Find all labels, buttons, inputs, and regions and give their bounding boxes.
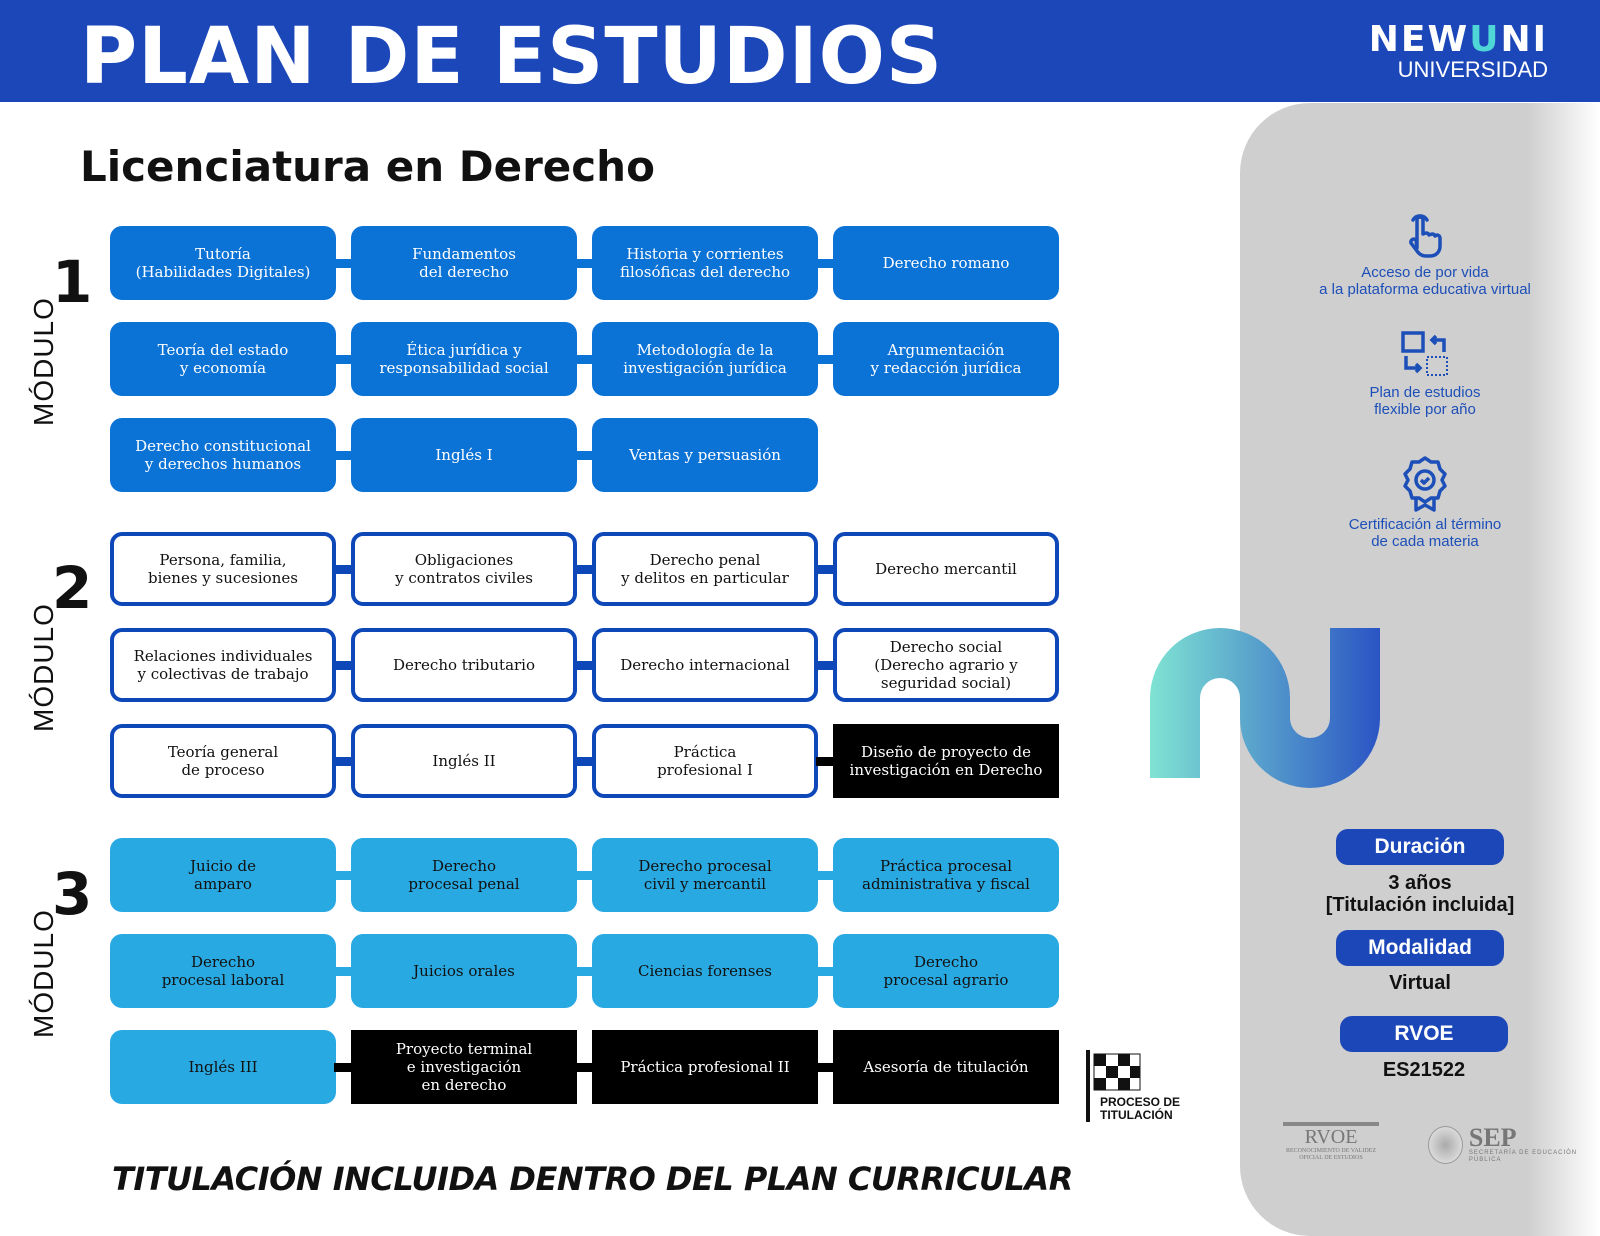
subject-cell: Inglés II xyxy=(351,724,577,798)
connector-line xyxy=(816,871,834,880)
newuni-logo: NEWUNI UNIVERSIDAD xyxy=(1368,19,1548,82)
subject-cell: Derecho procesal penal xyxy=(351,838,577,912)
connector-line xyxy=(816,661,834,670)
subject-cell: Derecho constitucional y derechos humano… xyxy=(110,418,336,492)
subject-cell: Derecho social (Derecho agrario y seguri… xyxy=(833,628,1059,702)
subject-cell: Inglés I xyxy=(351,418,577,492)
connector-line xyxy=(334,757,352,766)
connector-line xyxy=(816,565,834,574)
connector-line xyxy=(575,757,593,766)
subject-cell: Inglés III xyxy=(110,1030,336,1104)
subject-cell: Derecho tributario xyxy=(351,628,577,702)
connector-line xyxy=(334,1063,352,1072)
rvoe-logo: RVOE Reconocimiento de Validez Oficial d… xyxy=(1283,1122,1379,1162)
connector-line xyxy=(575,355,593,364)
subject-cell: Derecho romano xyxy=(833,226,1059,300)
titulacion-flag: PROCESO DE TITULACIÓN xyxy=(1086,1050,1180,1127)
connector-line xyxy=(575,967,593,976)
module-word: MÓDULO xyxy=(28,603,59,732)
subject-cell: Obligaciones y contratos civiles xyxy=(351,532,577,606)
module-word: MÓDULO xyxy=(28,297,59,426)
subject-cell: Derecho procesal laboral xyxy=(110,934,336,1008)
connector-line xyxy=(575,565,593,574)
certificate-badge-icon xyxy=(1403,456,1447,512)
subject-cell: Tutoría (Habilidades Digitales) xyxy=(110,226,336,300)
connector-line xyxy=(816,1063,834,1072)
duracion-label: Duración xyxy=(1336,829,1504,865)
connector-line xyxy=(575,1063,593,1072)
page-title: PLAN DE ESTUDIOS xyxy=(80,12,944,102)
feature-flexible-plan: Plan de estudios flexible por año xyxy=(1260,330,1590,418)
subject-cell: Proyecto terminal e investigación en der… xyxy=(351,1030,577,1104)
module-word: MÓDULO xyxy=(28,909,59,1038)
connector-line xyxy=(816,967,834,976)
feature-text: Plan de estudios flexible por año xyxy=(1369,384,1481,418)
subject-cell: Teoría del estado y economía xyxy=(110,322,336,396)
connector-line xyxy=(334,661,352,670)
connector-line xyxy=(334,871,352,880)
subject-cell: Metodología de la investigación jurídica xyxy=(592,322,818,396)
subject-cell: Teoría general de proceso xyxy=(110,724,336,798)
subject-cell: Juicios orales xyxy=(351,934,577,1008)
connector-line xyxy=(816,757,834,766)
feature-text: Acceso de por vida a la plataforma educa… xyxy=(1319,264,1531,298)
connector-line xyxy=(575,661,593,670)
subject-cell: Asesoría de titulación xyxy=(833,1030,1059,1104)
subject-cell: Relaciones individuales y colectivas de … xyxy=(110,628,336,702)
mexico-seal-icon xyxy=(1428,1126,1463,1164)
subject-cell: Persona, familia, bienes y sucesiones xyxy=(110,532,336,606)
feature-certification: Certificación al término de cada materia xyxy=(1260,456,1590,550)
rvoe-value: ES21522 xyxy=(1382,1059,1466,1081)
modalidad-label: Modalidad xyxy=(1336,930,1504,966)
hand-pointer-icon xyxy=(1409,214,1442,258)
connector-line xyxy=(816,355,834,364)
header-bar: PLAN DE ESTUDIOS NEWUNI UNIVERSIDAD xyxy=(0,0,1600,102)
subject-cell: Fundamentos del derecho xyxy=(351,226,577,300)
subject-cell: Ciencias forenses xyxy=(592,934,818,1008)
module-number: 2 xyxy=(52,554,93,622)
subject-cell: Derecho penal y delitos en particular xyxy=(592,532,818,606)
modalidad-value: Virtual xyxy=(1389,972,1451,994)
program-title: Licenciatura en Derecho xyxy=(80,142,655,191)
subject-cell: Práctica profesional II xyxy=(592,1030,818,1104)
subject-cell: Diseño de proyecto de investigación en D… xyxy=(833,724,1059,798)
connector-line xyxy=(334,967,352,976)
connector-line xyxy=(575,871,593,880)
subject-cell: Juicio de amparo xyxy=(110,838,336,912)
subject-cell: Práctica profesional I xyxy=(592,724,818,798)
rvoe-label: RVOE xyxy=(1340,1016,1508,1052)
feature-text: Certificación al término de cada materia xyxy=(1348,516,1502,550)
feature-lifetime-access: Acceso de por vida a la plataforma educa… xyxy=(1260,206,1590,298)
checkered-flag-icon xyxy=(1086,1050,1141,1122)
connector-line xyxy=(816,259,834,268)
subject-cell: Historia y corrientes filosóficas del de… xyxy=(592,226,818,300)
module-number: 1 xyxy=(52,248,93,316)
subject-cell: Derecho mercantil xyxy=(833,532,1059,606)
connector-line xyxy=(334,451,352,460)
connector-line xyxy=(575,259,593,268)
connector-line xyxy=(575,451,593,460)
subject-cell: Derecho procesal civil y mercantil xyxy=(592,838,818,912)
subject-cell: Ética jurídica y responsabilidad social xyxy=(351,322,577,396)
subject-cell: Práctica procesal administrativa y fisca… xyxy=(833,838,1059,912)
duracion-value: 3 años [Titulación incluida] xyxy=(1325,872,1515,916)
flexible-swap-icon xyxy=(1401,331,1448,376)
flag-label: PROCESO DE TITULACIÓN xyxy=(1100,1095,1181,1122)
newuni-n-graphic xyxy=(1150,628,1380,788)
subject-cell: Argumentación y redacción jurídica xyxy=(833,322,1059,396)
connector-line xyxy=(334,259,352,268)
connector-line xyxy=(334,355,352,364)
module-number: 3 xyxy=(52,860,93,928)
footer-note: TITULACIÓN INCLUIDA DENTRO DEL PLAN CURR… xyxy=(112,1160,1073,1198)
subject-cell: Derecho internacional xyxy=(592,628,818,702)
subject-cell: Derecho procesal agrario xyxy=(833,934,1059,1008)
connector-line xyxy=(334,565,352,574)
subject-cell: Ventas y persuasión xyxy=(592,418,818,492)
